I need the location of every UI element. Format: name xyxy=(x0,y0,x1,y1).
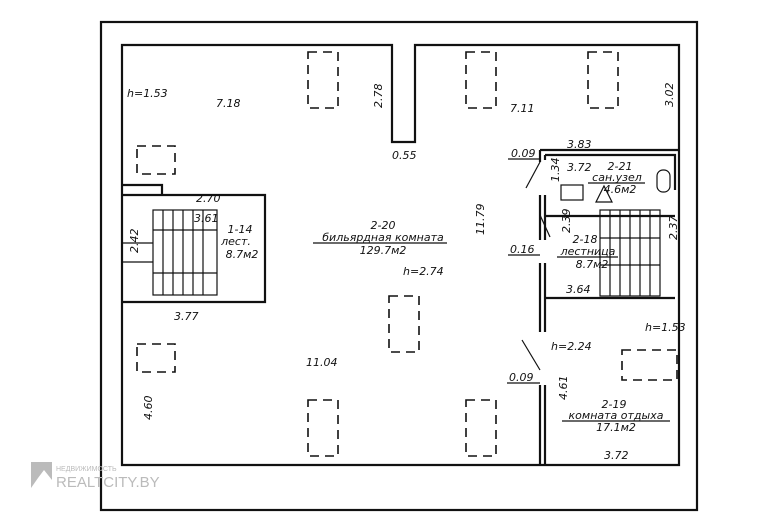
room-id: 2-19 xyxy=(602,398,627,411)
height-label: h=2.74 xyxy=(403,265,444,278)
room-area: 8.7м2 xyxy=(226,248,259,261)
logo-icon xyxy=(31,462,52,488)
stairs-right xyxy=(599,209,661,297)
outer-wall xyxy=(99,20,699,512)
stairs-left xyxy=(122,209,218,296)
realtcity-watermark: НЕДВИЖИМОСТЬ REALTCITY.BY xyxy=(31,462,160,491)
door-swing xyxy=(539,214,551,238)
shower-tray xyxy=(595,184,613,203)
room-area: 8.7м2 xyxy=(576,258,609,271)
stair-wall-left xyxy=(122,183,267,304)
svg-text:1.34: 1.34 xyxy=(549,158,562,183)
skylights xyxy=(136,51,678,457)
height-label: h=1.53 xyxy=(645,321,686,334)
height-label: h=2.24 xyxy=(551,340,592,353)
room-id: 1-14 xyxy=(228,223,253,236)
svg-text:НЕДВИЖИМОСТЬ: НЕДВИЖИМОСТЬ xyxy=(56,466,117,473)
svg-text:3.02: 3.02 xyxy=(663,83,676,108)
inner-wall xyxy=(120,43,681,467)
room-id: 2-18 xyxy=(573,233,598,246)
svg-text:3.77: 3.77 xyxy=(174,310,199,323)
dimensions: 7.18 2.78 7.11 3.02 0.55 3.83 0.09 3.72 … xyxy=(128,83,680,463)
svg-text:0.09: 0.09 xyxy=(511,147,536,160)
room-name: лест. xyxy=(220,235,251,248)
room-2-19-label: 2-19 комната отдыха 17.1м2 xyxy=(562,398,670,434)
svg-text:3.83: 3.83 xyxy=(567,138,592,151)
room-1-14-label: 1-14 лест. 8.7м2 xyxy=(220,223,258,261)
svg-text:4.60: 4.60 xyxy=(142,396,155,421)
svg-text:0.09: 0.09 xyxy=(509,371,534,384)
svg-text:2.37: 2.37 xyxy=(667,216,680,241)
svg-text:REALTCITY.BY: REALTCITY.BY xyxy=(56,474,160,491)
svg-text:3.61: 3.61 xyxy=(194,212,219,225)
room-area: 4.6м2 xyxy=(604,183,637,196)
room-id: 2-21 xyxy=(608,160,633,173)
toilet xyxy=(656,169,671,193)
svg-text:2.39: 2.39 xyxy=(560,209,573,234)
svg-text:3.72: 3.72 xyxy=(604,449,629,462)
room-name: бильярдная комната xyxy=(322,231,444,244)
svg-text:11.04: 11.04 xyxy=(306,356,338,369)
svg-text:0.16: 0.16 xyxy=(510,243,535,256)
svg-text:2.42: 2.42 xyxy=(128,229,141,254)
room-name: лестница xyxy=(560,245,616,258)
room-2-20-label: 2-20 бильярдная комната 129.7м2 xyxy=(313,219,447,257)
room-2-21-label: 2-21 сан.узел 4.6м2 xyxy=(588,160,645,196)
height-label: h=1.53 xyxy=(127,87,168,100)
sink xyxy=(560,184,584,201)
svg-text:0.55: 0.55 xyxy=(392,149,417,162)
svg-text:2.78: 2.78 xyxy=(372,84,385,109)
room-id: 2-20 xyxy=(371,219,396,232)
svg-text:11.79: 11.79 xyxy=(474,204,487,236)
room-name: сан.узел xyxy=(592,171,642,184)
svg-text:7.18: 7.18 xyxy=(216,97,241,110)
svg-text:7.11: 7.11 xyxy=(510,102,535,115)
svg-text:3.64: 3.64 xyxy=(566,283,591,296)
svg-text:4.61: 4.61 xyxy=(557,376,570,401)
room-name: комната отдыха xyxy=(569,409,664,422)
room-area: 17.1м2 xyxy=(596,421,636,434)
room-area: 129.7м2 xyxy=(360,244,407,257)
svg-text:2.70: 2.70 xyxy=(196,192,221,205)
svg-text:3.72: 3.72 xyxy=(567,161,592,174)
door-swing xyxy=(525,161,541,189)
room-2-18-label: 2-18 лестница 8.7м2 xyxy=(557,233,618,271)
door-swing xyxy=(521,339,541,371)
